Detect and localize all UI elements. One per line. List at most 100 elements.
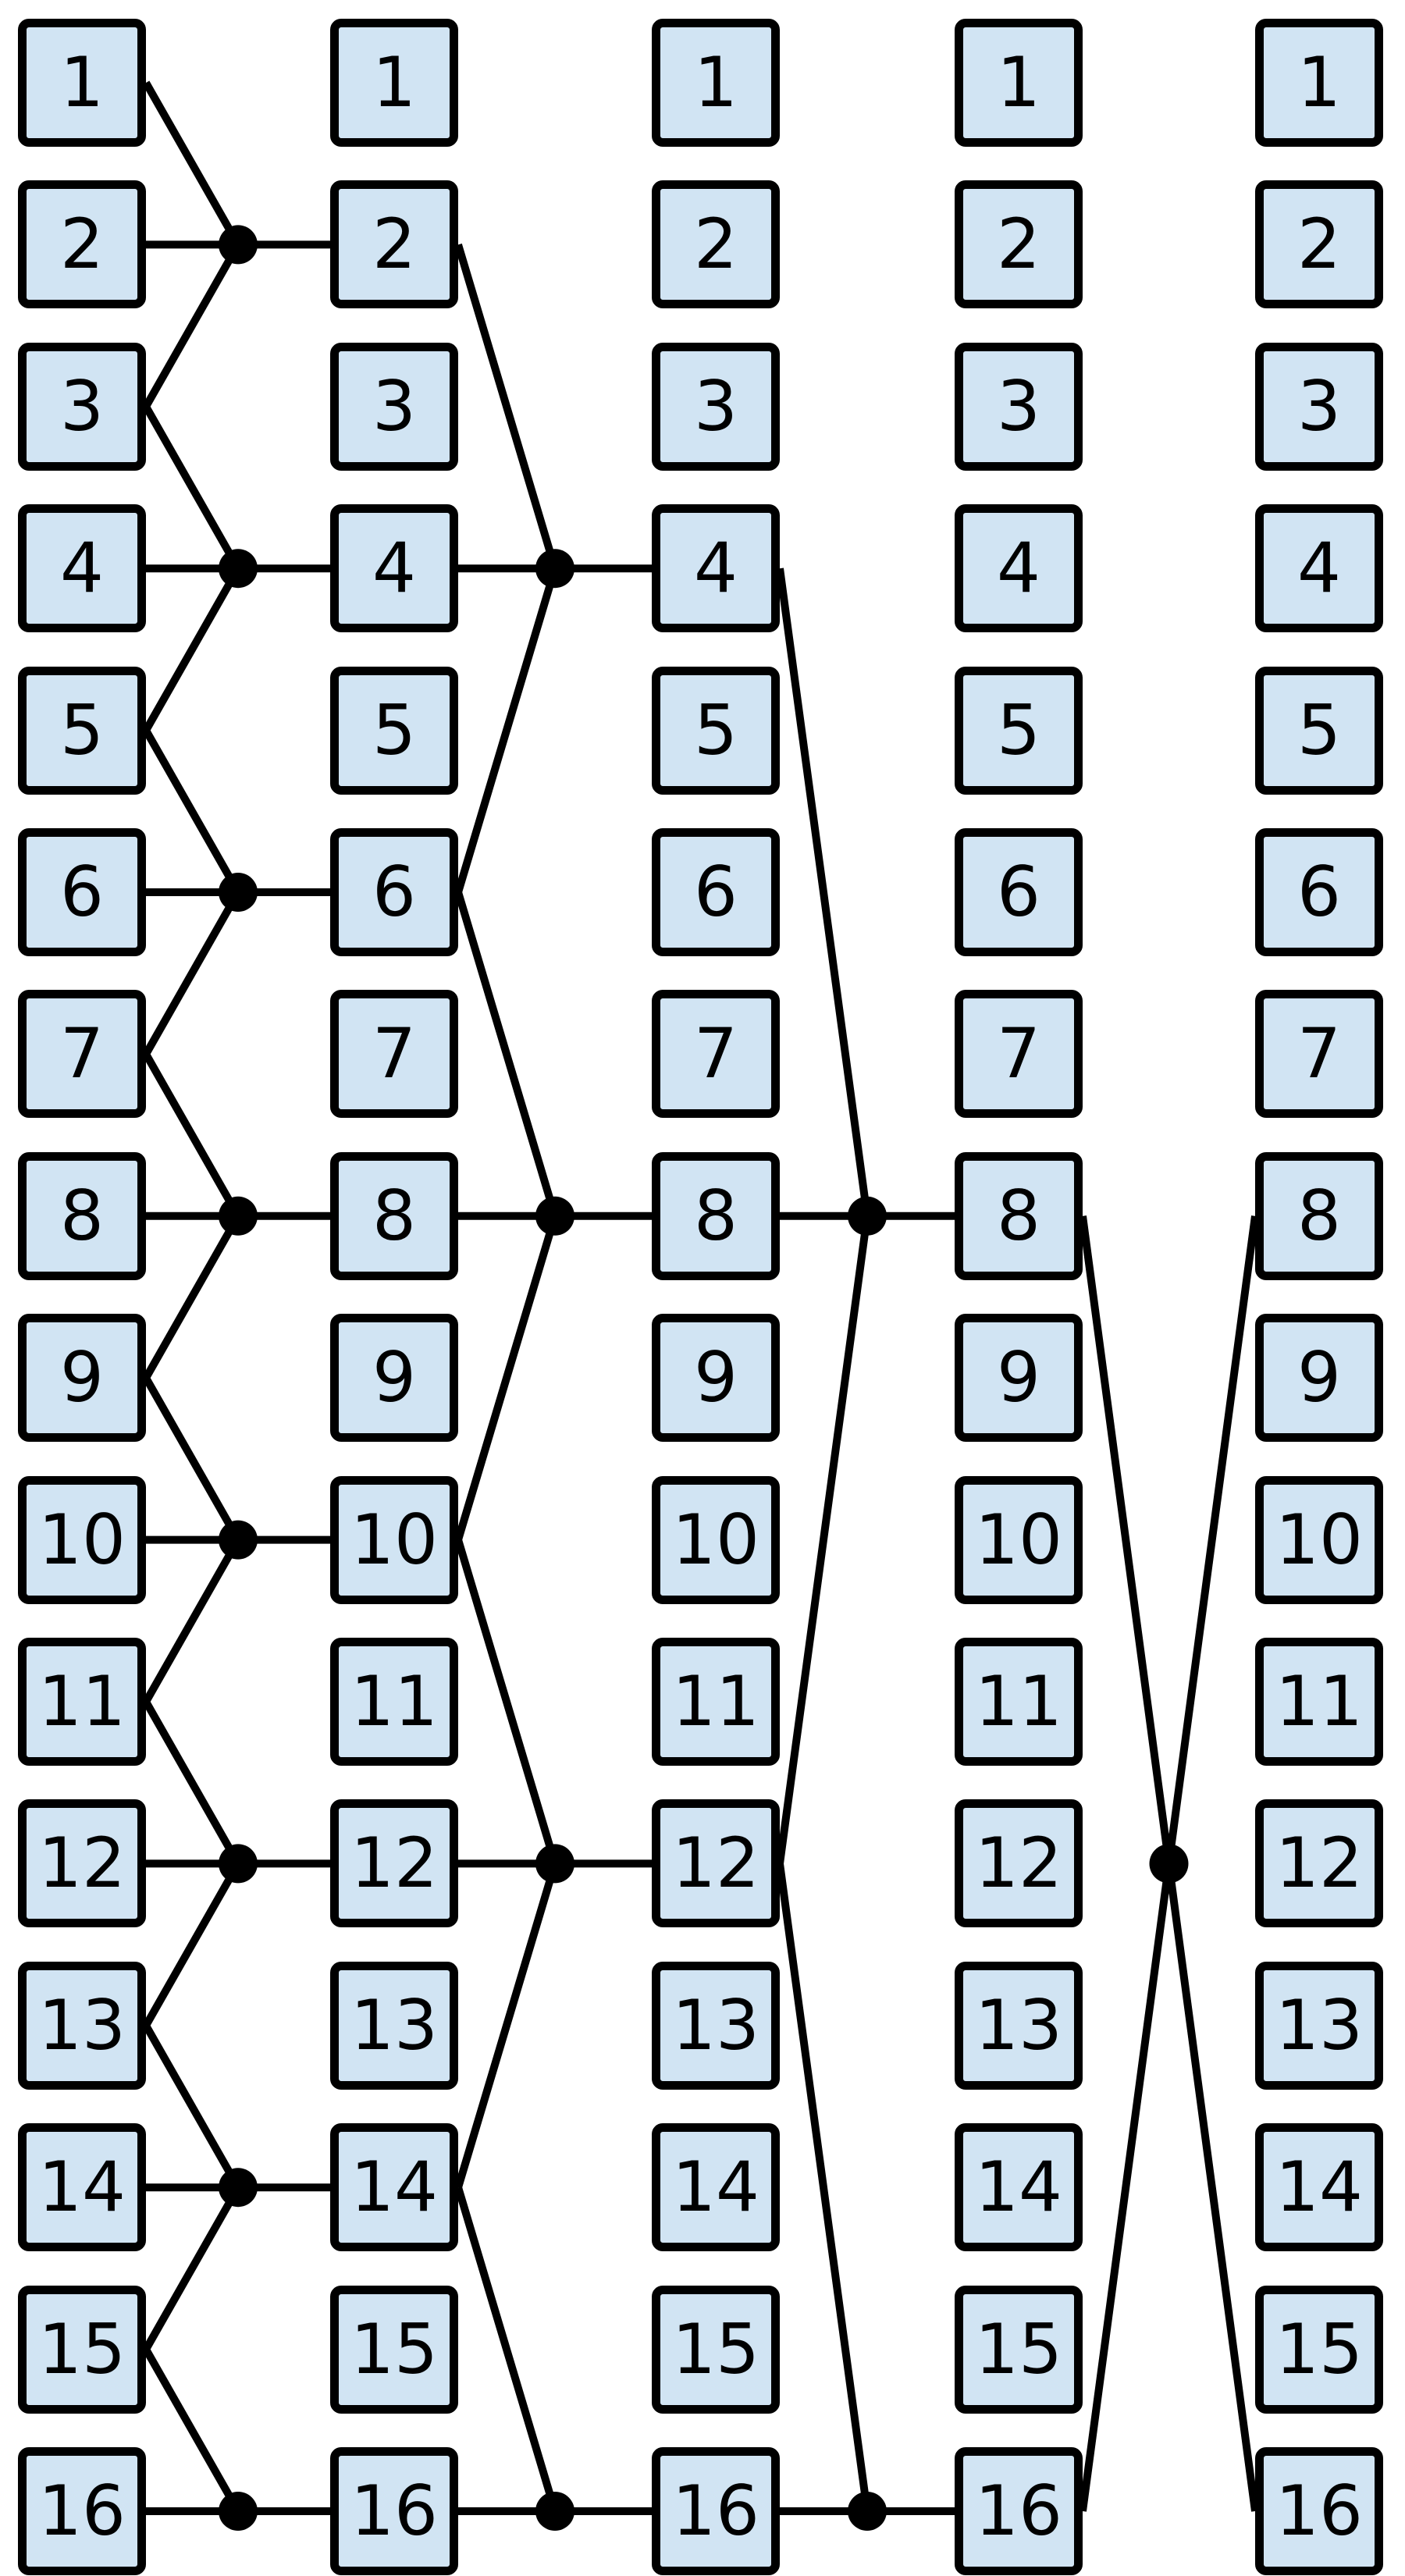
node-col5-row4: 4 [1255, 504, 1383, 633]
node-col2-row9: 9 [330, 1314, 458, 1443]
node-col2-row8: 8 [330, 1151, 458, 1280]
node-col4-row16: 16 [955, 2447, 1083, 2575]
node-col1-row11: 11 [18, 1638, 146, 1766]
edge-diagonal-c2r14-to-dot-r16 [454, 2186, 559, 2513]
junction-dot-c3c4-r8 [848, 1196, 887, 1236]
node-col4-row15: 15 [955, 2285, 1083, 2414]
node-col3-row9: 9 [652, 1314, 780, 1443]
edge-diagonal-c1r1-to-dot-r2 [142, 80, 242, 247]
node-col4-row2: 2 [955, 180, 1083, 309]
node-col4-row8: 8 [955, 1151, 1083, 1280]
node-col4-row5: 5 [955, 666, 1083, 795]
node-col3-row4: 4 [652, 504, 780, 633]
junction-dot-c1c2-r6 [219, 873, 258, 912]
node-col3-row1: 1 [652, 19, 780, 147]
node-col2-row12: 12 [330, 1799, 458, 1928]
node-col1-row7: 7 [18, 990, 146, 1119]
edge-diagonal-c2r14-to-dot-r12 [454, 1862, 559, 2189]
node-col2-row4: 4 [330, 504, 458, 633]
node-col2-row7: 7 [330, 990, 458, 1119]
junction-dot-c1c2-r16 [219, 2492, 258, 2531]
node-col2-row15: 15 [330, 2285, 458, 2414]
junction-dot-c2c3-r12 [535, 1844, 574, 1884]
edge-diagonal-c1r5-to-dot-r4 [142, 566, 242, 733]
node-col5-row15: 15 [1255, 2285, 1383, 2414]
node-col2-row13: 13 [330, 1961, 458, 2090]
node-col4-row11: 11 [955, 1638, 1083, 1766]
node-col5-row14: 14 [1255, 2123, 1383, 2252]
node-col5-row2: 2 [1255, 180, 1383, 309]
edge-diagonal-c3r12-to-dot-r8 [776, 1215, 871, 1865]
node-col5-row5: 5 [1255, 666, 1383, 795]
junction-dot-c1c2-r2 [219, 225, 258, 265]
junction-dot-c1c2-r10 [219, 1520, 258, 1560]
node-col3-row16: 16 [652, 2447, 780, 2575]
edge-diagonal-c2r10-to-dot-r8 [454, 1215, 559, 1542]
edge-diagonal-c1r3-to-dot-r2 [142, 242, 242, 409]
node-col5-row11: 11 [1255, 1638, 1383, 1766]
node-col1-row5: 5 [18, 666, 146, 795]
node-col5-row3: 3 [1255, 342, 1383, 471]
edge-diagonal-c1r13-to-dot-r12 [142, 1861, 242, 2028]
node-col3-row15: 15 [652, 2285, 780, 2414]
node-col5-row16: 16 [1255, 2447, 1383, 2575]
node-col2-row14: 14 [330, 2123, 458, 2252]
junction-dot-c1c2-r4 [219, 549, 258, 589]
node-col5-row8: 8 [1255, 1151, 1383, 1280]
node-col1-row3: 3 [18, 342, 146, 471]
node-col1-row4: 4 [18, 504, 146, 633]
edge-diagonal-c3r4-to-dot-r8 [776, 568, 871, 1217]
node-col3-row11: 11 [652, 1638, 780, 1766]
edge-diagonal-c3r12-to-dot-r16 [776, 1863, 871, 2512]
edge-diagonal-c1r9-to-dot-r10 [142, 1375, 242, 1542]
node-col4-row7: 7 [955, 990, 1083, 1119]
node-col1-row16: 16 [18, 2447, 146, 2575]
edge-diagonal-c2r2-to-dot-r4 [454, 243, 559, 570]
node-col5-row1: 1 [1255, 19, 1383, 147]
node-col3-row7: 7 [652, 990, 780, 1119]
node-col3-row10: 10 [652, 1475, 780, 1604]
junction-dot-c2c3-r16 [535, 2492, 574, 2531]
node-col4-row4: 4 [955, 504, 1083, 633]
node-col3-row3: 3 [652, 342, 780, 471]
junction-dot-c1c2-r8 [219, 1196, 258, 1236]
node-col5-row12: 12 [1255, 1799, 1383, 1928]
node-col1-row13: 13 [18, 1961, 146, 2090]
edge-diagonal-c1r9-to-dot-r8 [142, 1214, 242, 1380]
node-col1-row10: 10 [18, 1475, 146, 1604]
node-col4-row13: 13 [955, 1961, 1083, 2090]
node-col1-row9: 9 [18, 1314, 146, 1443]
node-col5-row6: 6 [1255, 828, 1383, 956]
node-col1-row15: 15 [18, 2285, 146, 2414]
edge-diagonal-c2r10-to-dot-r12 [454, 1539, 559, 1865]
node-col3-row12: 12 [652, 1799, 780, 1928]
node-col1-row8: 8 [18, 1151, 146, 1280]
edge-diagonal-c2r6-to-dot-r8 [454, 891, 559, 1218]
edge-diagonal-c2r6-to-dot-r4 [454, 567, 559, 894]
junction-dot-c3c4-r16 [848, 2492, 887, 2531]
edge-diagonal-c1r15-to-dot-r16 [142, 2347, 242, 2514]
node-col4-row14: 14 [955, 2123, 1083, 2252]
node-col5-row7: 7 [1255, 990, 1383, 1119]
edge-diagonal-c1r3-to-dot-r4 [142, 404, 242, 571]
node-col4-row9: 9 [955, 1314, 1083, 1443]
node-col3-row5: 5 [652, 666, 780, 795]
junction-dot-c1c2-r12 [219, 1844, 258, 1884]
node-col1-row14: 14 [18, 2123, 146, 2252]
edge-diagonal-c1r13-to-dot-r14 [142, 2023, 242, 2190]
node-col4-row1: 1 [955, 19, 1083, 147]
node-col2-row1: 1 [330, 19, 458, 147]
node-col3-row2: 2 [652, 180, 780, 309]
node-col4-row12: 12 [955, 1799, 1083, 1928]
node-col5-row9: 9 [1255, 1314, 1383, 1443]
edge-diagonal-c1r7-to-dot-r8 [142, 1051, 242, 1219]
edge-diagonal-c1r11-to-dot-r10 [142, 1538, 242, 1704]
node-col3-row13: 13 [652, 1961, 780, 2090]
edge-diagonal-c1r7-to-dot-r6 [142, 890, 242, 1056]
node-col4-row6: 6 [955, 828, 1083, 956]
node-col3-row14: 14 [652, 2123, 780, 2252]
node-col1-row1: 1 [18, 19, 146, 147]
junction-dot-c4c5-r12 [1149, 1844, 1189, 1884]
